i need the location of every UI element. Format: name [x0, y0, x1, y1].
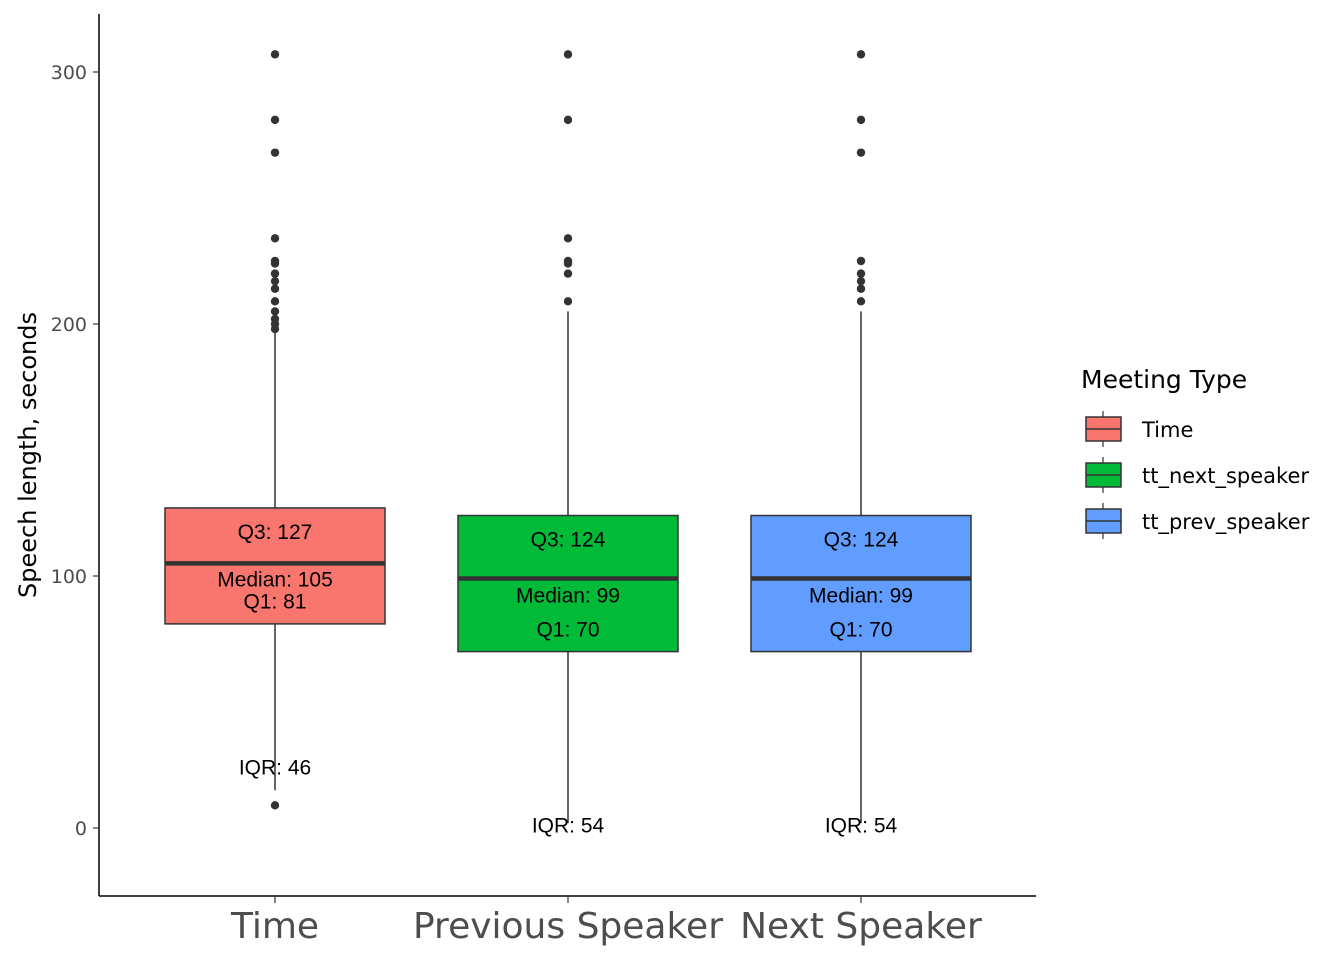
- q1-label: Q1: 70: [536, 619, 599, 642]
- outlier-point: [563, 50, 573, 59]
- q1-label: Q1: 81: [243, 590, 306, 613]
- outlier-point: [856, 148, 866, 157]
- outlier-point: [270, 269, 280, 278]
- y-tick-label: 100: [51, 566, 87, 588]
- iqr-label: IQR: 54: [532, 814, 605, 837]
- q3-label: Q3: 124: [824, 529, 899, 552]
- iqr-label: IQR: 46: [239, 757, 311, 780]
- q1-label: Q1: 70: [829, 619, 892, 642]
- outlier-point: [270, 284, 280, 293]
- outlier-point: [563, 297, 573, 306]
- outlier-point: [270, 297, 280, 306]
- x-tick-label: Time: [230, 906, 319, 947]
- outlier-point: [856, 50, 866, 59]
- legend-title: Meeting Type: [1081, 365, 1247, 394]
- iqr-label: IQR: 54: [825, 814, 898, 837]
- outlier-point: [856, 276, 866, 286]
- legend: Meeting Type Time tt_next_speaker tt_prev_…: [1081, 365, 1310, 539]
- legend-entry: tt_next_speaker: [1085, 457, 1309, 493]
- box-rect: [750, 514, 972, 653]
- box-rect: [457, 514, 679, 653]
- x-tick-label: Next Speaker: [740, 906, 982, 947]
- outlier-point: [563, 234, 573, 243]
- outlier-point: [563, 269, 573, 278]
- outlier-point: [270, 256, 280, 266]
- y-tick-label: 0: [75, 818, 87, 840]
- box-rect: [164, 507, 386, 625]
- outlier-point: [270, 801, 280, 810]
- outlier-point: [270, 148, 280, 157]
- legend-entry: tt_prev_speaker: [1085, 503, 1310, 539]
- outlier-point: [270, 307, 280, 316]
- outlier-point: [856, 297, 866, 306]
- q3-label: Q3: 124: [531, 529, 606, 552]
- outlier-point: [563, 256, 573, 266]
- outlier-point: [270, 50, 280, 59]
- median-label: Median: 105: [217, 568, 333, 591]
- legend-label: tt_next_speaker: [1142, 464, 1309, 489]
- legend-label: Time: [1141, 418, 1193, 442]
- median-label: Median: 99: [809, 585, 913, 608]
- outlier-point: [270, 115, 280, 125]
- outlier-point: [856, 115, 866, 125]
- outlier-point: [270, 276, 280, 286]
- outlier-point: [856, 269, 866, 278]
- outlier-point: [563, 115, 573, 125]
- outlier-point: [856, 256, 866, 266]
- outlier-point: [270, 314, 280, 324]
- median-label: Median: 99: [516, 585, 620, 608]
- q3-label: Q3: 127: [238, 521, 313, 544]
- y-axis-title: Speech length, seconds: [14, 312, 42, 598]
- outlier-point: [856, 284, 866, 293]
- outlier-point: [270, 234, 280, 243]
- legend-label: tt_prev_speaker: [1142, 510, 1310, 535]
- y-tick-label: 200: [51, 314, 87, 336]
- x-tick-label: Previous Speaker: [413, 906, 723, 947]
- y-tick-label: 300: [51, 62, 87, 84]
- legend-entry: Time: [1085, 411, 1193, 447]
